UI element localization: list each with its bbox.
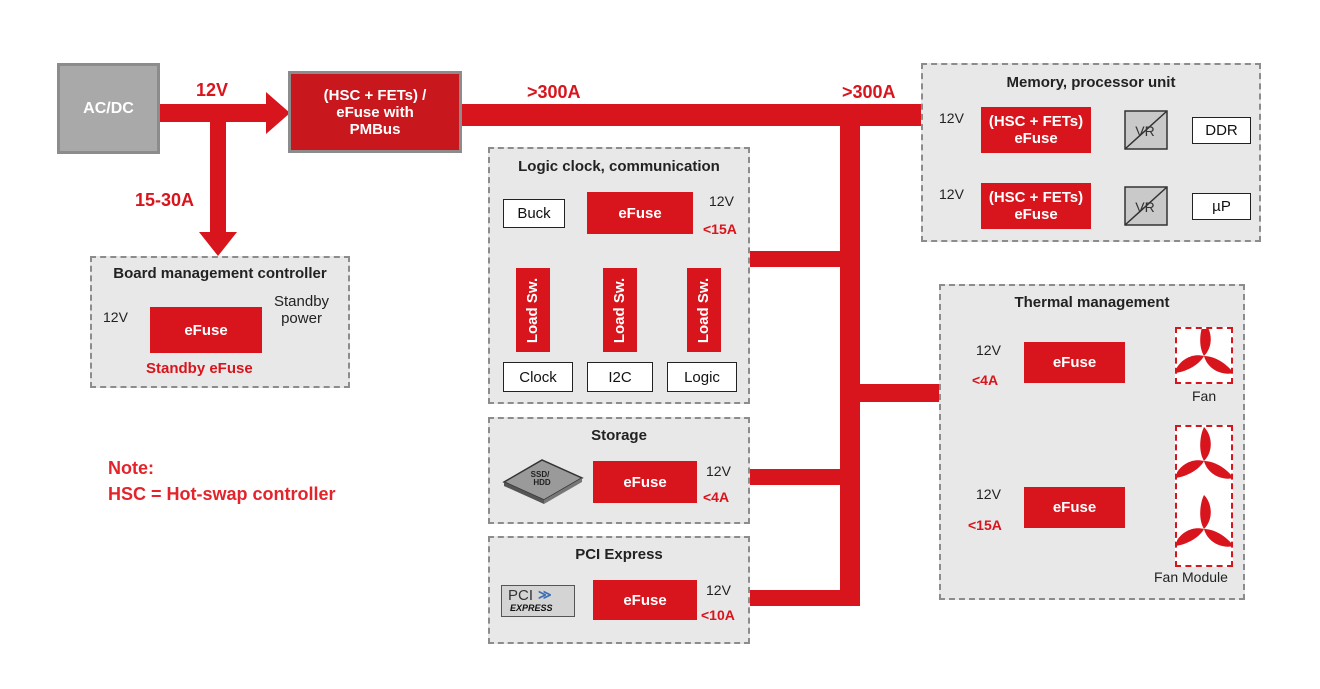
buck-box: Buck <box>503 199 565 228</box>
bus-to-thermal <box>860 384 941 402</box>
memory-row1-voltage: 12V <box>939 110 964 126</box>
bmc-current-label: 15-30A <box>135 190 195 210</box>
logic-title: Logic clock, communication <box>518 158 720 175</box>
ddr-box: DDR <box>1192 117 1251 144</box>
processor-box: µP <box>1192 193 1251 220</box>
bus-acdc-hsc <box>160 104 270 122</box>
fan-module-efuse-label: eFuse <box>1052 499 1097 516</box>
logic-label: Logic <box>684 368 720 386</box>
standby-power-line-1: Standby <box>274 293 330 310</box>
hsc-line-2: eFuse with <box>336 103 414 121</box>
efuse-line-2: eFuse <box>1014 206 1058 223</box>
hsc-line-1: (HSC + FETs) / <box>323 86 427 104</box>
i2c-box: I2C <box>587 362 653 392</box>
note-title: Note: <box>108 458 154 478</box>
efuse-line-1: (HSC + FETs) <box>988 189 1084 206</box>
acdc-label: AC/DC <box>83 99 134 117</box>
load-switch-clock: Load Sw. <box>516 268 550 352</box>
bmc-efuse-label: eFuse <box>184 321 228 339</box>
bmc-efuse: eFuse <box>150 307 262 353</box>
thermal-row2-current: <15A <box>968 517 1002 533</box>
vr-ddr-label: VR <box>1135 123 1154 139</box>
processor-label: µP <box>1212 198 1231 215</box>
storage-title: Storage <box>591 427 647 444</box>
pci-efuse-label: eFuse <box>623 591 667 609</box>
load-switch-label: Load Sw. <box>611 277 629 343</box>
pci-logo-subtext: EXPRESS <box>510 603 553 613</box>
note-text: HSC = Hot-swap controller <box>108 484 336 504</box>
bus-to-pci <box>749 590 841 606</box>
load-switch-i2c: Load Sw. <box>603 268 637 352</box>
storage-voltage: 12V <box>706 463 731 479</box>
storage-efuse: eFuse <box>593 461 697 503</box>
acdc-block: AC/DC <box>57 63 160 154</box>
ssd-hdd-icon: SSD/ HDD <box>502 459 584 504</box>
fan-label: Fan <box>1192 388 1217 404</box>
efuse-line-2: eFuse <box>1014 130 1058 147</box>
bus-main-vertical <box>840 104 860 606</box>
pci-efuse: eFuse <box>593 580 697 620</box>
fan-module-icon <box>1171 427 1236 552</box>
bmc-title: Board management controller <box>113 265 327 282</box>
pci-express-logo: PCI ≫ EXPRESS <box>501 585 575 617</box>
thermal-title: Thermal management <box>1014 294 1170 311</box>
fan-module-label: Fan Module <box>1154 569 1228 585</box>
storage-current: <4A <box>703 489 730 505</box>
hsc-line-3: PMBus <box>349 120 401 138</box>
i2c-label: I2C <box>608 368 632 386</box>
ssd-hdd-line-1: SSD/ <box>531 470 550 479</box>
vr-processor-label: VR <box>1135 199 1154 215</box>
pci-title: PCI Express <box>575 546 663 563</box>
bus-main-horizontal <box>460 104 922 126</box>
logic-voltage: 12V <box>709 193 734 209</box>
bus-to-storage <box>749 469 841 485</box>
arrow-to-hsc <box>266 92 290 134</box>
fan-box <box>1171 322 1236 384</box>
bmc-input-voltage: 12V <box>103 309 128 325</box>
standby-power-label: Standby power <box>274 293 329 327</box>
bus-to-logic <box>749 251 841 267</box>
bus-to-bmc <box>210 122 226 234</box>
logic-efuse: eFuse <box>587 192 693 234</box>
fan-efuse: eFuse <box>1024 342 1125 383</box>
bus-current-label-1: >300A <box>527 82 581 102</box>
logic-efuse-label: eFuse <box>618 204 662 222</box>
pci-current: <10A <box>701 607 735 623</box>
memory-row1-efuse: (HSC + FETs) eFuse <box>981 107 1091 153</box>
pci-voltage: 12V <box>706 582 731 598</box>
logic-box: Logic <box>667 362 737 392</box>
hsc-efuse-pmbus-block: (HSC + FETs) / eFuse with PMBus <box>288 71 462 153</box>
fan-module-efuse: eFuse <box>1024 487 1125 528</box>
clock-label: Clock <box>519 368 557 386</box>
memory-row2-efuse: (HSC + FETs) eFuse <box>981 183 1091 229</box>
buck-label: Buck <box>517 205 551 222</box>
ssd-hdd-line-2: HDD <box>533 478 551 487</box>
standby-power-line-2: power <box>281 310 322 327</box>
efuse-line-1: (HSC + FETs) <box>988 113 1084 130</box>
vr-processor-block: VR <box>1124 186 1168 226</box>
memory-title: Memory, processor unit <box>1006 74 1176 91</box>
fan-icon <box>1171 322 1236 379</box>
note: Note: HSC = Hot-swap controller <box>108 455 336 507</box>
logic-current: <15A <box>703 221 737 237</box>
standby-efuse-caption: Standby eFuse <box>146 360 253 377</box>
memory-row2-voltage: 12V <box>939 186 964 202</box>
thermal-row1-current: <4A <box>972 372 999 388</box>
pci-logo-text: PCI <box>508 587 534 604</box>
load-switch-label: Load Sw. <box>524 277 542 343</box>
ddr-label: DDR <box>1205 122 1238 139</box>
clock-box: Clock <box>503 362 573 392</box>
thermal-row1-voltage: 12V <box>976 342 1001 358</box>
pci-chevron-icon: ≫ <box>538 587 552 602</box>
fan-efuse-label: eFuse <box>1052 354 1097 371</box>
main-voltage-label: 12V <box>196 80 229 100</box>
vr-ddr-block: VR <box>1124 110 1168 150</box>
bus-current-label-2: >300A <box>842 82 896 102</box>
storage-efuse-label: eFuse <box>623 473 667 491</box>
arrow-to-bmc <box>199 232 237 256</box>
fan-module-box <box>1171 425 1236 567</box>
thermal-row2-voltage: 12V <box>976 486 1001 502</box>
load-switch-logic: Load Sw. <box>687 268 721 352</box>
load-switch-label: Load Sw. <box>695 277 713 343</box>
